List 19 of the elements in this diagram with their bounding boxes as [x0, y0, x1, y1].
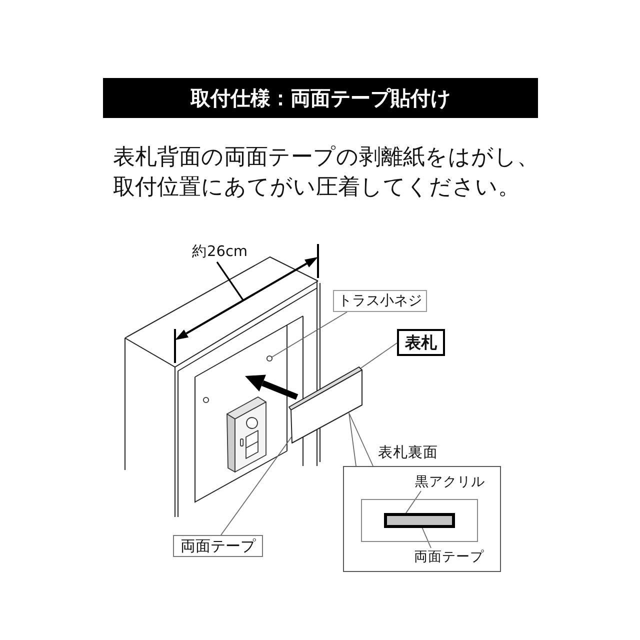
leader-line	[360, 342, 398, 368]
nameplate	[288, 366, 364, 444]
part-label: 両面テープ	[412, 548, 486, 566]
part-label: 黒アクリル	[414, 473, 486, 491]
tape-strip	[387, 516, 452, 525]
callout-label: トラス小ネジ	[333, 290, 427, 312]
callout-label: 両面テープ	[173, 535, 263, 557]
title-banner: 取付仕様：両面テープ貼付け	[103, 78, 538, 118]
leader-line	[220, 436, 292, 536]
instruction-text: 表札背面の両面テープの剥離紙をはがし、取付位置にあてがい圧着してください。	[113, 144, 540, 202]
callout-label: 表札	[397, 329, 445, 356]
nameplate-back	[361, 499, 478, 542]
leader-line	[271, 312, 348, 358]
screw-hole	[266, 355, 273, 362]
callout-pointer	[348, 412, 374, 466]
inset-heading: 表札裏面	[378, 444, 438, 462]
dimension-label: 約26cm	[192, 243, 248, 261]
frame-strip	[384, 513, 455, 528]
leader-line	[406, 490, 422, 514]
